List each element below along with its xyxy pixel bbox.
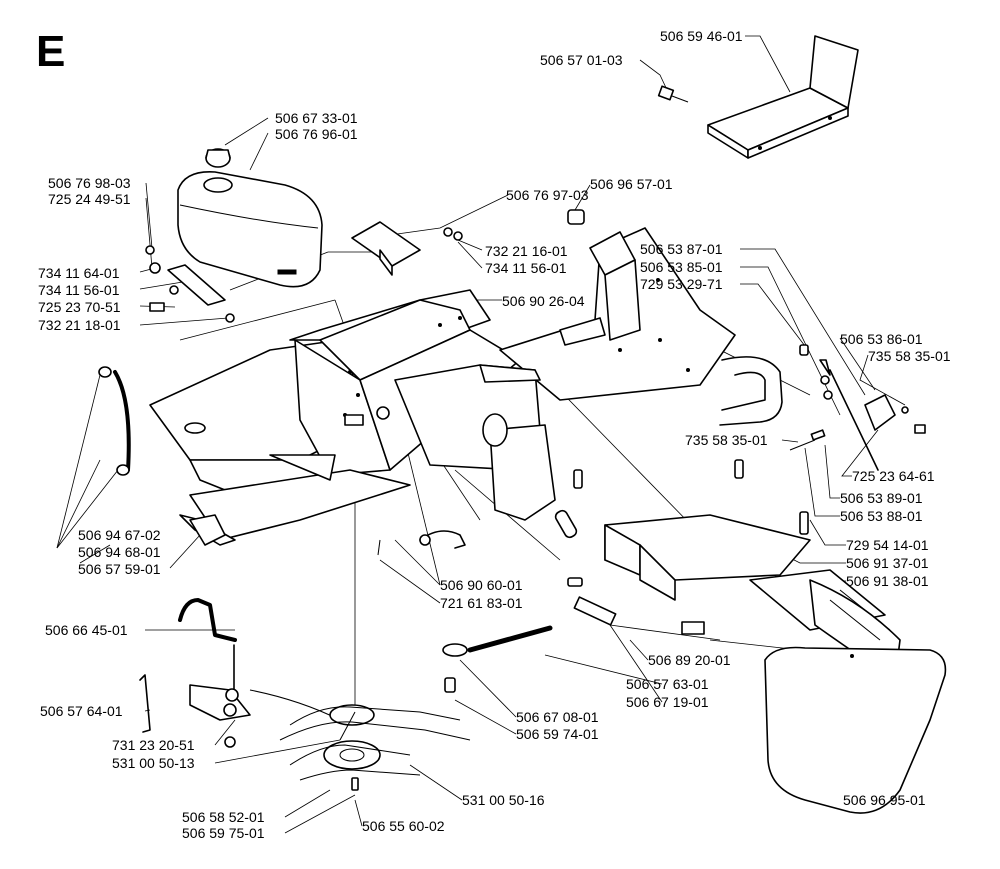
fuel-tank	[177, 148, 323, 288]
screws	[351, 459, 809, 791]
part-label[interactable]: 506 57 63-01	[626, 676, 709, 692]
knob	[567, 209, 585, 225]
part-label[interactable]: 506 67 19-01	[626, 694, 709, 710]
part-label[interactable]: 725 24 49-51	[48, 191, 131, 207]
seat-bracket	[707, 35, 859, 159]
part-label[interactable]: 506 96 57-01	[590, 176, 673, 192]
part-label[interactable]: 531 00 50-13	[112, 755, 195, 771]
part-label[interactable]: 729 54 14-01	[846, 537, 929, 553]
part-label[interactable]: 506 58 52-01	[182, 809, 265, 825]
tank-bracket	[351, 221, 421, 276]
part-label[interactable]: 734 11 64-01	[38, 265, 120, 281]
part-label[interactable]: 732 21 16-01	[485, 243, 568, 259]
part-label[interactable]: 506 53 85-01	[640, 259, 723, 275]
part-label[interactable]: 735 58 35-01	[868, 348, 951, 364]
part-label[interactable]: 735 58 35-01	[685, 432, 768, 448]
part-label[interactable]: 734 11 56-01	[38, 282, 120, 298]
lever-assembly	[789, 344, 926, 471]
part-label[interactable]: 506 89 20-01	[648, 652, 731, 668]
part-label[interactable]: 506 53 87-01	[640, 241, 723, 257]
hardware-left	[145, 227, 463, 323]
part-label[interactable]: 506 57 59-01	[78, 561, 161, 577]
part-label[interactable]: 506 53 89-01	[840, 490, 923, 506]
part-label[interactable]: 506 76 97-03	[506, 187, 589, 203]
part-label[interactable]: 506 90 60-01	[440, 577, 523, 593]
spring-clip	[377, 469, 583, 556]
part-label[interactable]: 506 94 67-02	[78, 527, 161, 543]
part-label[interactable]: 506 91 37-01	[846, 555, 929, 571]
part-label[interactable]: 531 00 50-16	[462, 792, 545, 808]
part-label[interactable]: 734 11 56-01	[485, 260, 567, 276]
part-label[interactable]: 506 57 64-01	[40, 703, 123, 719]
part-label[interactable]: 506 59 75-01	[182, 825, 265, 841]
block-clip	[442, 596, 705, 657]
part-label[interactable]: 506 76 96-01	[275, 126, 358, 142]
part-label[interactable]: 506 53 88-01	[840, 508, 923, 524]
main-frame	[149, 227, 783, 546]
part-label[interactable]: 506 94 68-01	[78, 544, 161, 560]
front-cover	[764, 646, 947, 814]
part-label[interactable]: 721 61 83-01	[440, 595, 523, 611]
part-label[interactable]: 725 23 70-51	[38, 299, 121, 315]
part-label[interactable]: 729 53 29-71	[640, 276, 723, 292]
part-label[interactable]: 506 91 38-01	[846, 573, 929, 589]
part-label[interactable]: 506 55 60-02	[362, 818, 445, 834]
part-label[interactable]: 506 59 74-01	[516, 726, 599, 742]
hose-left	[98, 366, 226, 546]
pulleys-belts	[279, 704, 471, 781]
part-label[interactable]: 506 90 26-04	[502, 293, 585, 309]
section-letter: E	[36, 27, 66, 76]
pulley-bracket	[139, 598, 341, 748]
part-label[interactable]: 506 57 01-03	[540, 52, 623, 68]
part-label[interactable]: 506 67 08-01	[516, 709, 599, 725]
part-label[interactable]: 506 53 86-01	[840, 331, 923, 347]
part-label[interactable]: 725 23 64-61	[852, 468, 935, 484]
part-label[interactable]: 506 96 95-01	[843, 792, 926, 808]
part-label[interactable]: 506 66 45-01	[45, 622, 128, 638]
part-label[interactable]: 506 67 33-01	[275, 110, 358, 126]
part-label[interactable]: 506 76 98-03	[48, 175, 131, 191]
bolt-top	[657, 85, 689, 103]
part-label[interactable]: 506 59 46-01	[660, 28, 743, 44]
part-label[interactable]: 731 23 20-51	[112, 737, 195, 753]
part-label[interactable]: 732 21 18-01	[38, 317, 121, 333]
